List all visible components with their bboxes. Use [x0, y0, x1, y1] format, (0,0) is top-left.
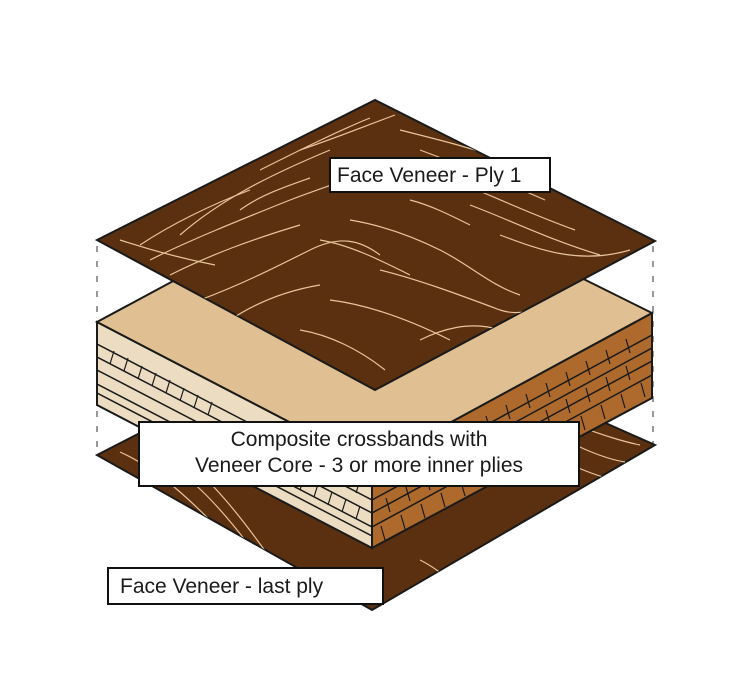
composite-crossbands-line1: Composite crossbands with: [230, 428, 488, 451]
guide-lines: [96, 246, 654, 455]
face-veneer-ply1-label: Face Veneer - Ply 1: [329, 157, 551, 193]
face-veneer-ply1-text: Face Veneer - Ply 1: [337, 164, 522, 187]
composite-crossbands-label: Composite crossbands with Veneer Core - …: [138, 421, 580, 487]
face-veneer-last-ply-label: Face Veneer - last ply: [107, 567, 384, 605]
composite-crossbands-line2: Veneer Core - 3 or more inner plies: [195, 454, 523, 477]
face-veneer-last-ply-text: Face Veneer - last ply: [120, 575, 324, 598]
